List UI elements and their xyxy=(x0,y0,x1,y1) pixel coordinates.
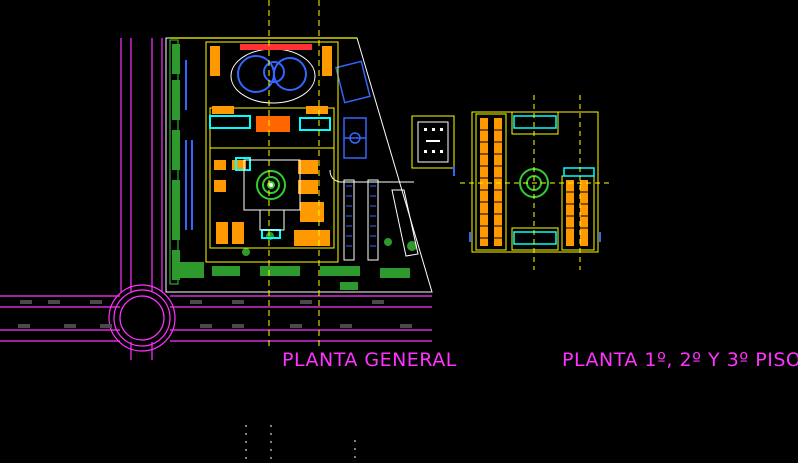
axis-lines-bottom xyxy=(245,425,356,463)
plan-title-general: PLANTA GENERAL xyxy=(282,349,457,371)
central-courtyard xyxy=(256,170,286,200)
pool-deck-north xyxy=(240,44,312,50)
parking-left xyxy=(185,60,193,230)
upper-floor-room-dividers xyxy=(478,129,592,239)
parking-right-stalls xyxy=(346,185,376,247)
road-network xyxy=(0,38,432,360)
sports-fields xyxy=(335,60,371,159)
courtyard-white xyxy=(243,159,301,231)
landscaping xyxy=(172,44,417,290)
axis-lines-general xyxy=(268,0,320,350)
building-rooms xyxy=(210,46,332,246)
upper-floor-axes xyxy=(460,95,610,270)
upper-floor-rooms xyxy=(480,118,588,246)
pool-area xyxy=(230,48,316,104)
detail-block xyxy=(411,115,455,169)
detail-block-marks xyxy=(424,128,443,153)
upper-floor-grid-marks xyxy=(469,232,601,242)
parking-right xyxy=(343,179,419,261)
parking-access-curve xyxy=(329,169,414,183)
upper-floor-plan xyxy=(471,111,599,253)
upper-floor-cyan xyxy=(513,115,595,245)
road-vehicles xyxy=(18,300,412,328)
plan-title-upper-floors: PLANTA 1º, 2º Y 3º PISO xyxy=(562,349,798,371)
